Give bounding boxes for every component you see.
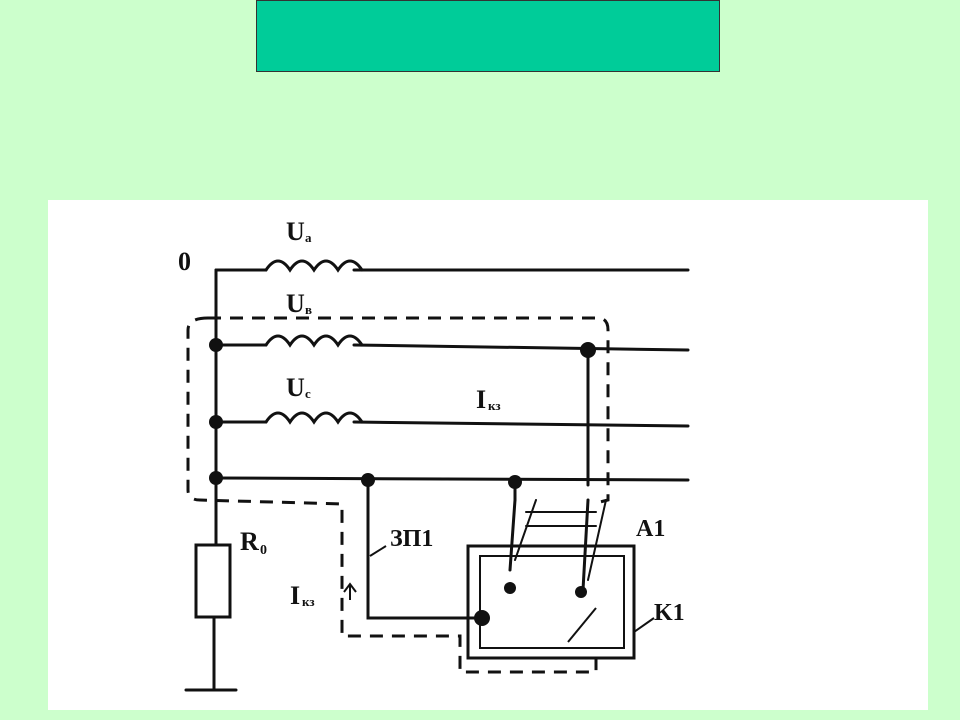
diagram-panel: 0 U a U в U c I кз I кз R 0 ЗП1 A1 K1 <box>48 200 928 710</box>
junction-b-right <box>580 342 596 358</box>
label-ikz-top-sub: кз <box>488 398 501 413</box>
contact-1 <box>504 582 516 594</box>
label-ikz-left: I <box>290 581 300 610</box>
junction-c <box>209 415 223 429</box>
label-ikz-left-sub: кз <box>302 594 315 609</box>
junction-b <box>209 338 223 352</box>
label-ub: U <box>286 289 305 318</box>
enclosure-a1 <box>479 555 625 649</box>
wire-phase-b <box>352 343 690 352</box>
contact-2 <box>575 586 587 598</box>
label-neutral: 0 <box>178 247 191 276</box>
label-ikz-top: I <box>476 385 486 414</box>
circuit-diagram: 0 U a U в U c I кз I кз R 0 ЗП1 A1 K1 <box>178 217 690 692</box>
dashed-path-upper <box>208 316 610 504</box>
leader-zp1 <box>369 545 387 557</box>
wire-phase-c <box>352 420 690 428</box>
label-ua-sub: a <box>305 230 312 245</box>
arrow-ikz <box>343 582 357 600</box>
leader-k1 <box>633 617 655 633</box>
switch-blade-1 <box>514 499 537 561</box>
label-a1: A1 <box>636 516 665 542</box>
switch-contact-lower <box>567 607 597 643</box>
coil-uc <box>264 411 364 425</box>
enclosure-k1 <box>466 544 636 660</box>
switch-blade-2 <box>587 499 607 581</box>
label-k1: K1 <box>654 600 685 626</box>
junction-k1 <box>474 610 490 626</box>
switch-contact-1 <box>508 498 517 572</box>
label-zp1: ЗП1 <box>390 526 433 552</box>
wire-zp1 <box>366 478 488 620</box>
title-box <box>256 0 720 72</box>
junction-n <box>209 471 223 485</box>
label-ua: U <box>286 217 305 246</box>
resistor-r0 <box>194 543 232 619</box>
label-uc-sub: c <box>305 386 311 401</box>
label-r0: R <box>240 527 259 556</box>
coil-ua <box>264 259 364 273</box>
label-r0-sub: 0 <box>260 543 267 558</box>
wire-neutral-bus <box>214 476 690 482</box>
junction-switch <box>508 475 522 489</box>
junction-zp1 <box>361 473 375 487</box>
coil-ub <box>264 334 364 348</box>
label-ub-sub: в <box>305 302 312 317</box>
label-uc: U <box>286 373 305 402</box>
